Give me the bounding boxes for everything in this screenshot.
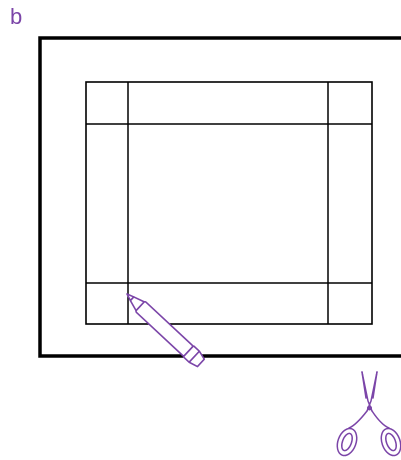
- outer-sheet-outline: [40, 38, 401, 356]
- scissors-icon: [334, 372, 401, 458]
- inner-rectangle: [86, 82, 372, 324]
